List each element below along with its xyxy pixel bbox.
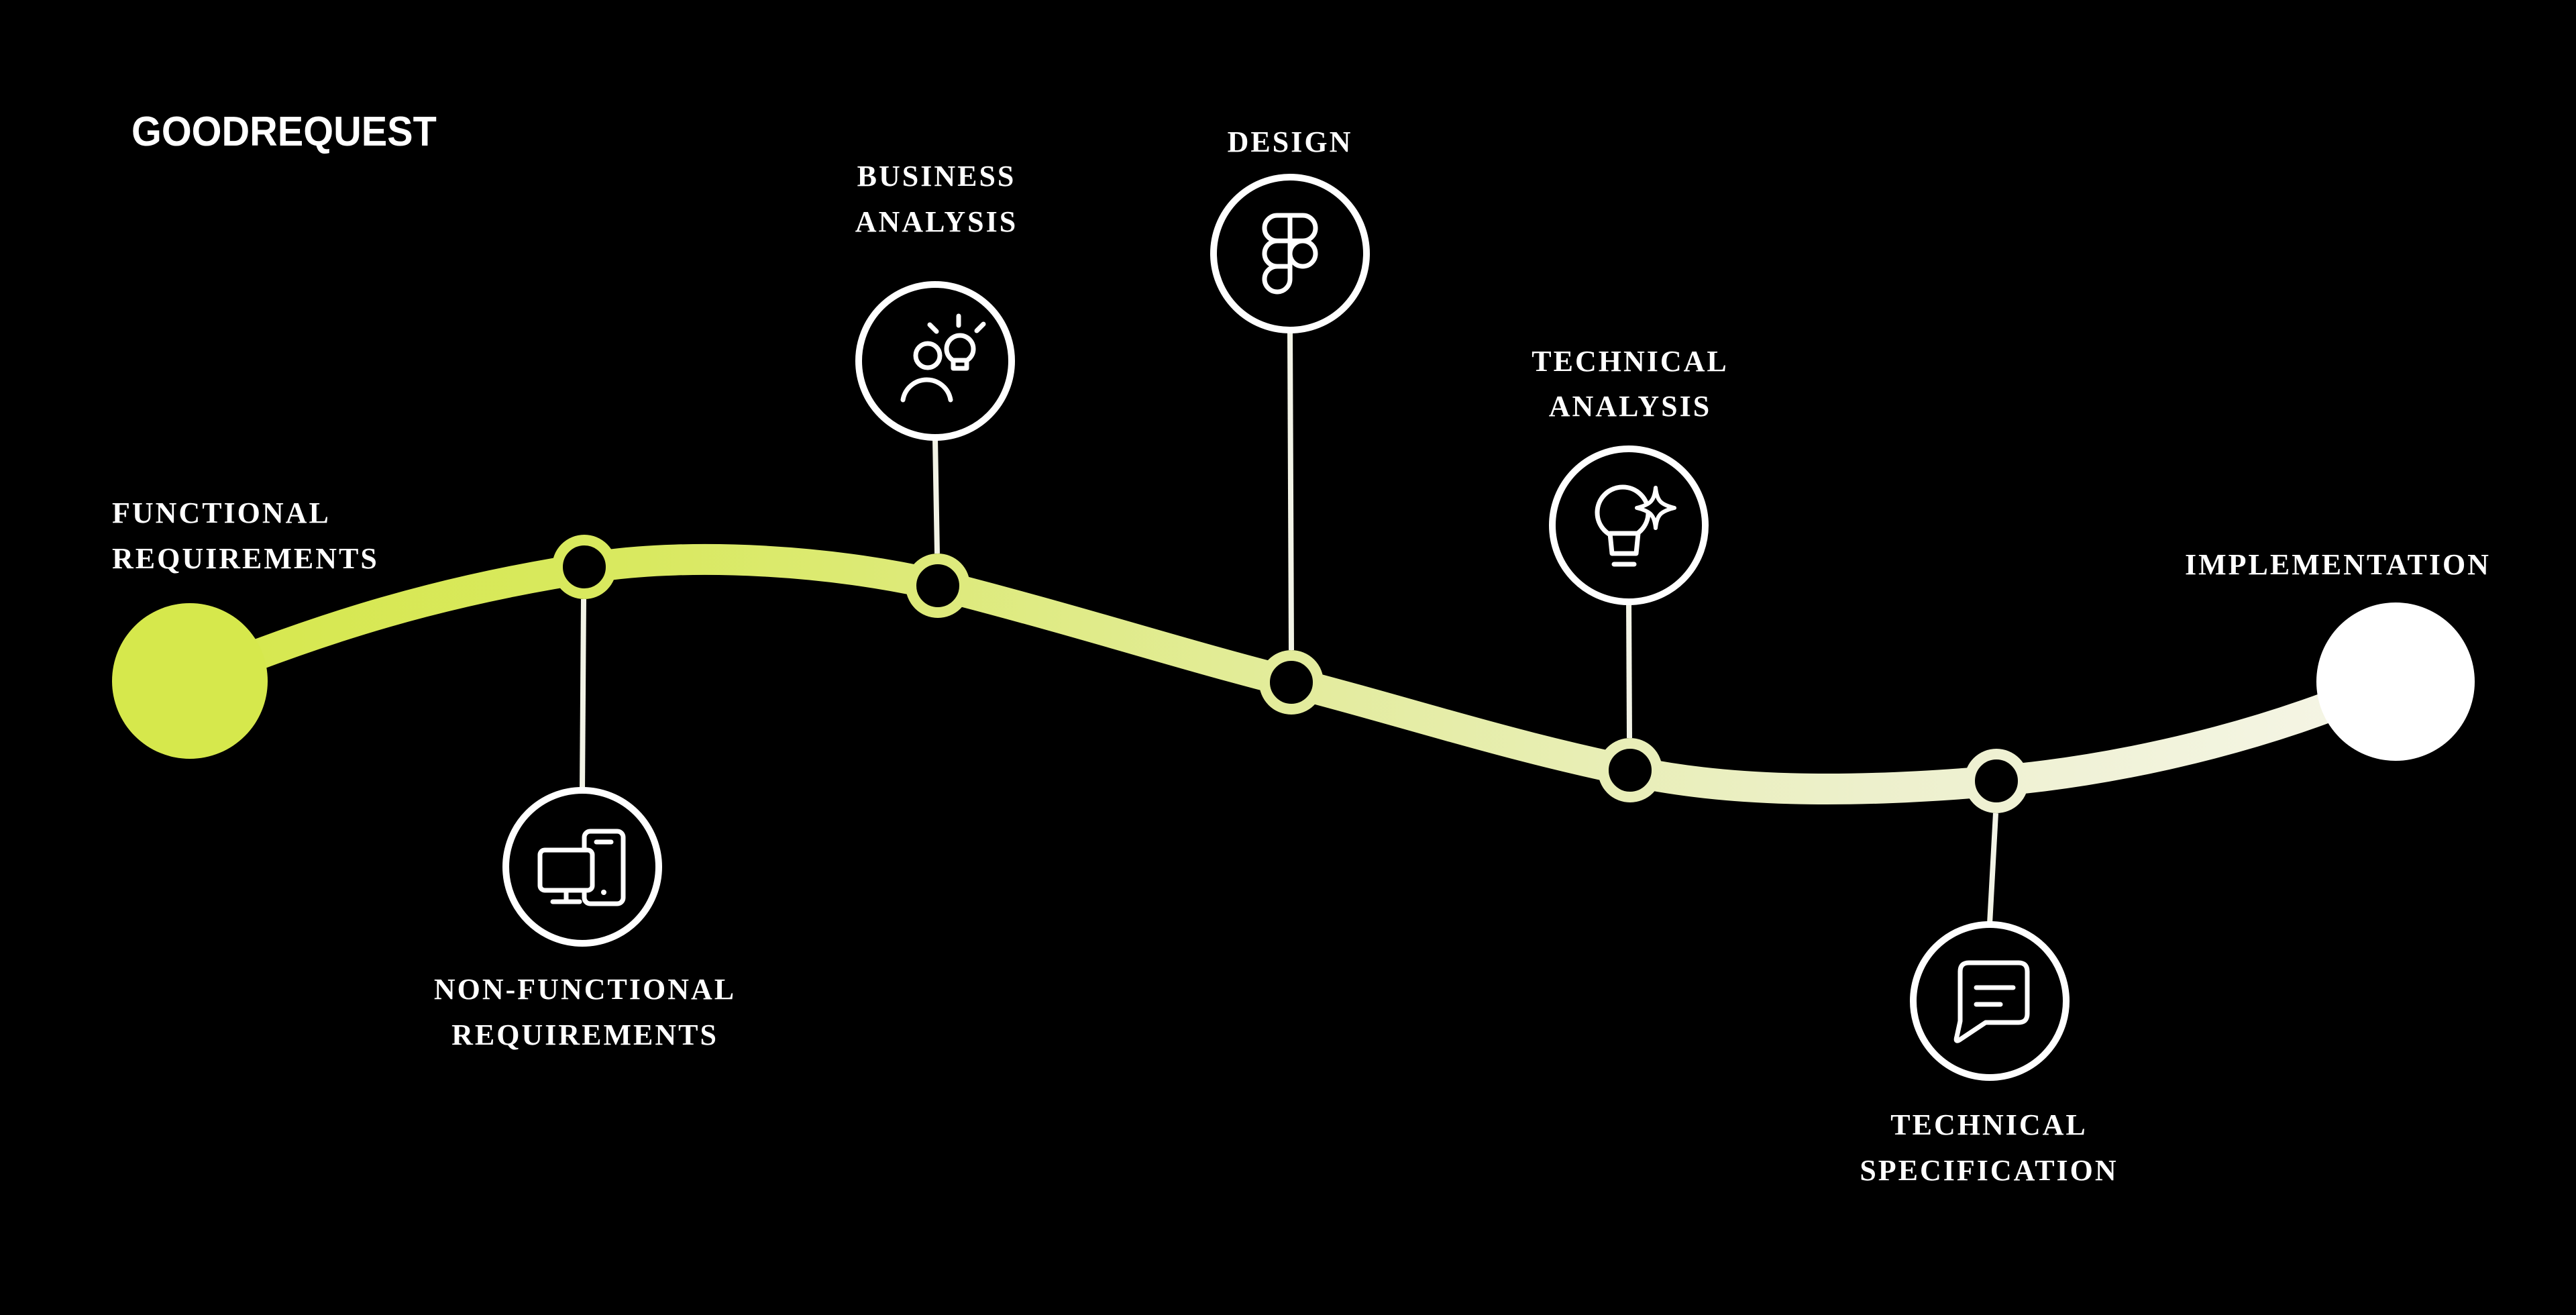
end-dot	[2316, 602, 2475, 761]
label-technical-specification-line-1: TECHNICAL	[1890, 1108, 2088, 1141]
label-technical-analysis-line-2: ANALYSIS	[1549, 390, 1711, 423]
icon-circle-design	[1210, 174, 1370, 333]
icon-circle-non-functional-requirements	[502, 787, 662, 947]
figma-icon	[1262, 213, 1318, 295]
label-non-functional-requirements-line-2: REQUIREMENTS	[451, 1018, 718, 1051]
label-technical-analysis-line-1: TECHNICAL	[1532, 345, 1729, 378]
node-ring-technical-specification	[1964, 749, 2029, 813]
bulb-sparkle-icon	[1595, 484, 1676, 567]
label-non-functional-requirements-line-1: NON-FUNCTIONAL	[434, 973, 736, 1006]
label-business-analysis-line-1: BUSINESS	[857, 160, 1016, 193]
desktop-phone-icon	[537, 829, 626, 906]
label-functional-requirements-line-2: REQUIREMENTS	[112, 542, 379, 575]
icon-circles	[502, 174, 2070, 1081]
label-business-analysis-line-2: ANALYSIS	[855, 205, 1018, 238]
label-functional-requirements-line-1: FUNCTIONAL	[112, 496, 331, 529]
connector-lines	[580, 330, 1998, 925]
icon-circle-technical-specification	[1910, 921, 2070, 1081]
connector-technical-specification	[1987, 812, 1998, 925]
chat-bubble-icon	[1953, 960, 2030, 1043]
icon-circle-business-analysis	[855, 281, 1015, 441]
start-dot	[112, 603, 268, 759]
icon-circle-technical-analysis	[1549, 445, 1709, 605]
label-implementation: IMPLEMENTATION	[2185, 548, 2491, 581]
node-ring-technical-analysis	[1598, 738, 1662, 802]
node-ring-design	[1259, 650, 1324, 715]
label-design: DESIGN	[1228, 125, 1353, 158]
person-idea-icon	[900, 313, 986, 403]
label-technical-specification-line-2: SPECIFICATION	[1860, 1154, 2118, 1187]
connector-business-analysis	[932, 437, 940, 554]
connector-non-functional-requirements	[580, 598, 586, 790]
timeline-node-rings	[552, 535, 2029, 813]
node-ring-non-functional-requirements	[552, 535, 616, 599]
brand-logo: GOODREQUEST	[131, 108, 437, 154]
node-ring-business-analysis	[906, 554, 970, 618]
connector-design	[1287, 330, 1294, 651]
